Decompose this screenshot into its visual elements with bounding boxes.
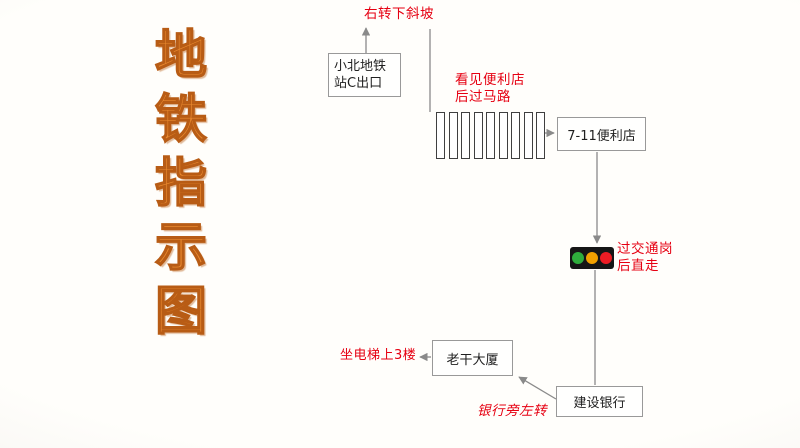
- node-subway-exit-c-line2: 站C出口: [334, 76, 383, 91]
- crosswalk-stripe: [448, 112, 458, 159]
- crosswalk-stripe: [461, 112, 470, 159]
- title-char-2: 铁: [154, 88, 208, 151]
- crosswalk-stripe: [536, 112, 545, 159]
- title-char-3: 指: [154, 152, 208, 215]
- traffic-light-red: [600, 252, 612, 264]
- traffic-light-yellow: [586, 252, 598, 264]
- crosswalk-stripe: [473, 112, 483, 159]
- title-char-5: 图: [154, 280, 208, 343]
- label-crosswalk-note: 看见便利店 后过马路: [455, 72, 525, 106]
- node-711-store: 7-11便利店: [557, 117, 646, 151]
- zebra-crossing-icon: [436, 112, 545, 159]
- label-traffic-post-note-line2: 后直走: [617, 258, 659, 274]
- crosswalk-stripe: [523, 112, 533, 159]
- crosswalk-stripe: [511, 112, 520, 159]
- label-crosswalk-note-line2: 后过马路: [455, 89, 511, 105]
- traffic-light-green: [572, 252, 584, 264]
- traffic-light-icon: [570, 247, 614, 269]
- node-subway-exit-c-line1: 小北地铁: [334, 59, 387, 74]
- crosswalk-stripe: [498, 112, 508, 159]
- label-crosswalk-note-line1: 看见便利店: [455, 72, 525, 88]
- label-traffic-post-note-line1: 过交通岗: [617, 241, 673, 257]
- title-char-1: 地: [154, 24, 208, 87]
- crosswalk-stripe: [486, 112, 495, 159]
- node-subway-exit-c: 小北地铁 站C出口: [328, 53, 401, 97]
- label-traffic-post-note: 过交通岗 后直走: [617, 241, 673, 275]
- arrow-bank-to-building: [518, 376, 557, 400]
- label-turn-left-at-bank: 银行旁左转: [477, 403, 547, 419]
- title-char-4: 示: [154, 216, 208, 279]
- label-turn-right-down-slope: 右转下斜坡: [364, 6, 434, 22]
- label-elevator-to-3f: 坐电梯上3楼: [340, 348, 417, 363]
- crosswalk-stripe: [436, 112, 445, 159]
- node-laogan-building: 老干大厦: [432, 340, 513, 376]
- node-construction-bank: 建设银行: [556, 386, 643, 417]
- diagram-title: 地 铁 指 示 图: [146, 24, 216, 344]
